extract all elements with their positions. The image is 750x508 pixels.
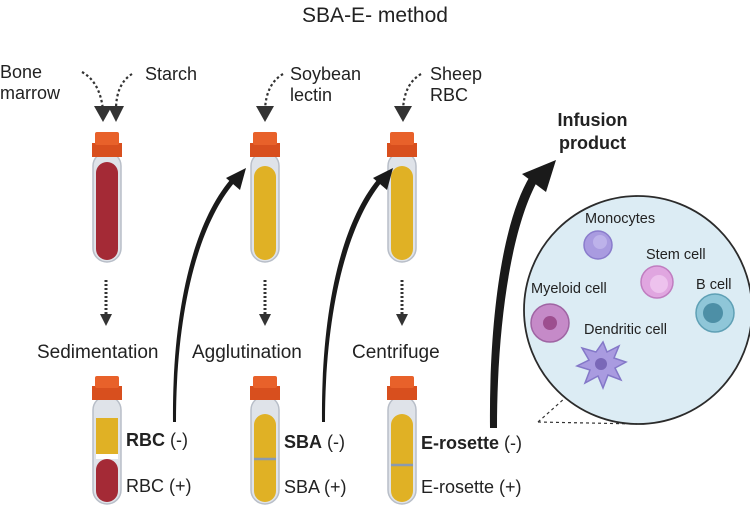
label-myeloid-cell: Myeloid cell — [531, 281, 607, 297]
tube-centrifuged — [387, 376, 417, 505]
label-b-cell: B cell — [696, 277, 732, 293]
transfer-arrows — [172, 160, 556, 428]
rbc-negative-sign: (-) — [165, 430, 188, 450]
cell-population-circle — [523, 195, 750, 425]
label-erosette-negative: E-rosette (-) — [421, 433, 522, 454]
label-centrifuge: Centrifuge — [352, 342, 440, 363]
label-monocytes: Monocytes — [585, 211, 656, 227]
label-sba-negative: SBA (-) — [284, 432, 345, 453]
label-sedimentation: Sedimentation — [37, 342, 159, 363]
tube-bone-marrow — [92, 132, 122, 263]
label-bone-marrow: Bone marrow — [0, 62, 61, 103]
zoom-lines — [537, 389, 639, 425]
label-starch: Starch — [145, 64, 198, 84]
tube-agglutinated — [250, 376, 280, 505]
label-agglutination: Agglutination — [192, 342, 302, 363]
tube-soybean — [250, 132, 280, 263]
erosette-negative-sign: (-) — [499, 433, 523, 453]
label-sba-positive: SBA (+) — [284, 477, 347, 497]
tube-sheep-rbc — [387, 132, 417, 263]
sba-negative-sign: (-) — [322, 432, 345, 452]
label-stem-cell: Stem cell — [646, 247, 706, 263]
rbc-name: RBC — [126, 430, 165, 450]
label-soybean-lectin: Soybean lectin — [290, 64, 362, 105]
diagram-title: SBA-E- method — [302, 4, 448, 27]
tube-sedimented — [92, 376, 122, 505]
dendritic-cell — [574, 340, 628, 391]
label-infusion-product: Infusion product — [557, 110, 628, 153]
label-erosette-positive: E-rosette (+) — [421, 477, 522, 497]
label-sheep-rbc: Sheep RBC — [430, 64, 483, 105]
erosette-name: E-rosette — [421, 433, 500, 453]
input-arrows — [81, 71, 422, 122]
label-dendritic-cell: Dendritic cell — [584, 322, 667, 338]
sba-name: SBA — [284, 432, 323, 452]
label-rbc-negative: RBC (-) — [126, 430, 188, 451]
label-rbc-positive: RBC (+) — [126, 476, 192, 496]
process-arrows — [100, 280, 408, 326]
